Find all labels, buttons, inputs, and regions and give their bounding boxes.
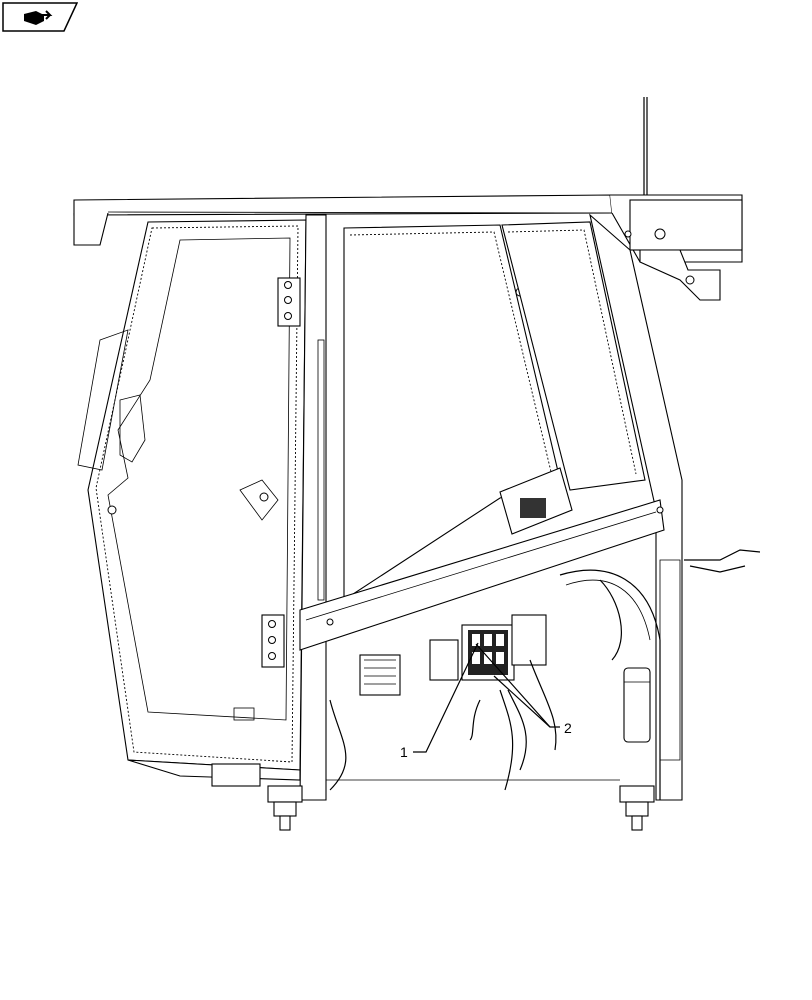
rear-control-box [499, 467, 573, 535]
antenna [643, 97, 648, 198]
rear-crossmember [299, 499, 665, 651]
fuse-relay-panel [359, 614, 547, 696]
mount-right [619, 785, 655, 831]
lower-frame [127, 759, 620, 787]
rear-fender [559, 569, 661, 800]
callout-leaders [413, 642, 560, 753]
center-pillar [299, 214, 327, 801]
roof-frame [73, 194, 743, 301]
canister [623, 667, 651, 743]
callout-label-2: 2 [564, 720, 572, 736]
parts-catalog-nav-button[interactable] [2, 2, 79, 32]
door-hinges [261, 277, 301, 668]
cab-door [77, 219, 307, 771]
mount-left [267, 785, 303, 831]
wiring-harness [329, 549, 761, 791]
callout-label-1: 1 [400, 744, 408, 760]
rear-window-right [501, 221, 646, 491]
book-with-arrow-icon [2, 2, 79, 32]
